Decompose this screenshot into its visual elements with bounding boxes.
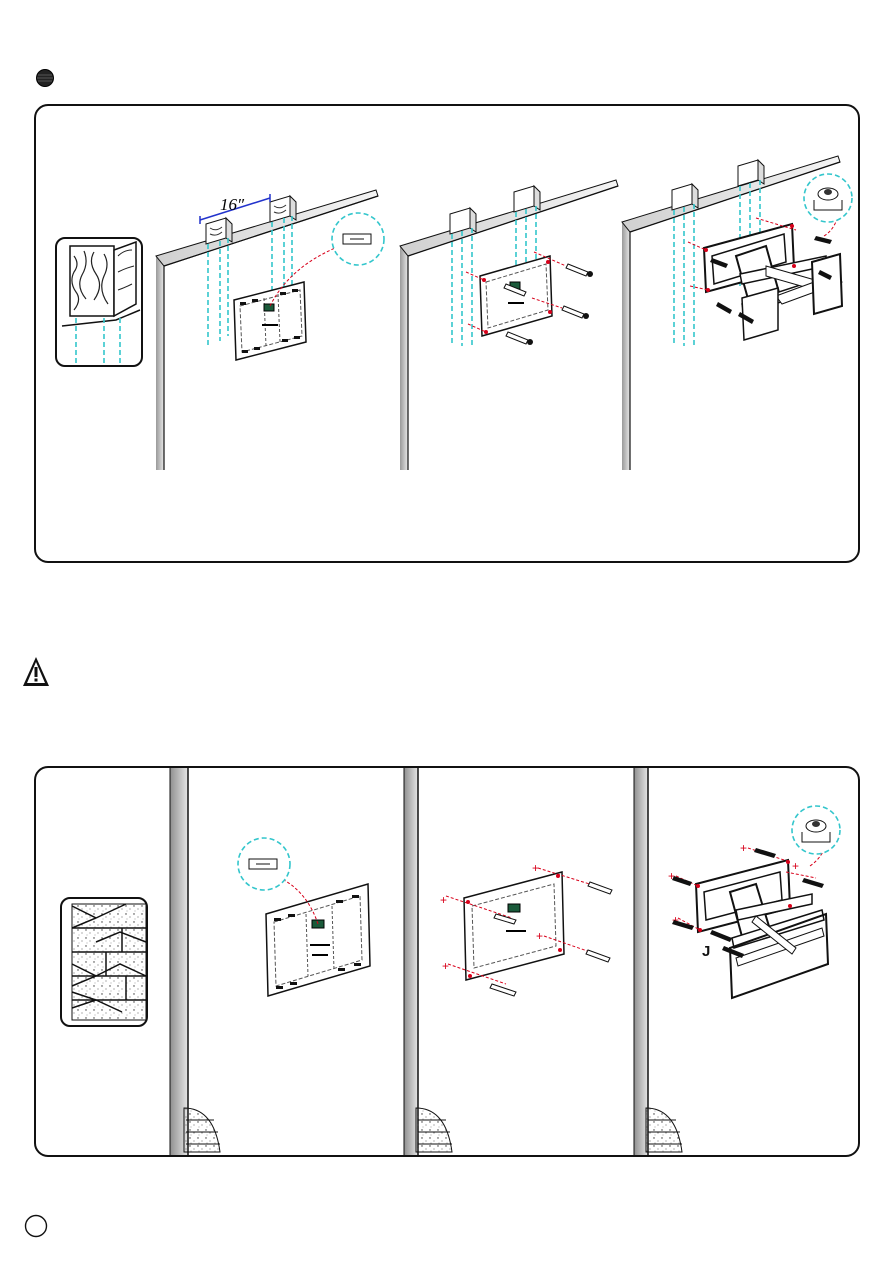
- hook-label: J: [702, 943, 710, 960]
- tv-arm-mount-icon: + + + + J: [668, 806, 840, 998]
- brick-step-attach-mount: + + + + J: [668, 806, 840, 998]
- svg-text:+: +: [440, 893, 447, 907]
- svg-text:+: +: [442, 959, 449, 973]
- svg-text:+: +: [740, 841, 747, 855]
- wood-step-mark-holes: 16″: [156, 190, 384, 470]
- lag-bolt-icon: [466, 252, 593, 345]
- warning-triangle-icon: [22, 656, 50, 688]
- svg-text:+: +: [668, 869, 675, 883]
- wood-stud-panel: 16″: [34, 104, 860, 563]
- brick-wall-illustration: + + + +: [36, 768, 858, 1155]
- wood-stud-detail-icon: [56, 238, 142, 366]
- step-bullet-icon: [35, 68, 55, 88]
- brick-step-mark-holes: [238, 838, 370, 996]
- brick-wall-detail-icon: [61, 898, 147, 1026]
- svg-text:+: +: [792, 859, 799, 873]
- svg-text:+: +: [532, 861, 539, 875]
- wall-plate-template-icon: [266, 884, 370, 996]
- wood-stud-illustration: 16″: [36, 106, 858, 561]
- stud-spacing-label: 16″: [220, 195, 245, 214]
- page-circle-icon: [24, 1214, 48, 1238]
- wall-plate-template-icon: [234, 282, 306, 360]
- brick-step-insert-anchors: + + + +: [440, 861, 612, 996]
- wood-step-insert-lag-bolts: [400, 180, 618, 470]
- anchor-bolt-icon: + + + +: [440, 861, 612, 996]
- wood-step-attach-mount: [622, 156, 852, 470]
- brick-wall-panel: + + + +: [34, 766, 860, 1157]
- svg-text:+: +: [536, 929, 543, 943]
